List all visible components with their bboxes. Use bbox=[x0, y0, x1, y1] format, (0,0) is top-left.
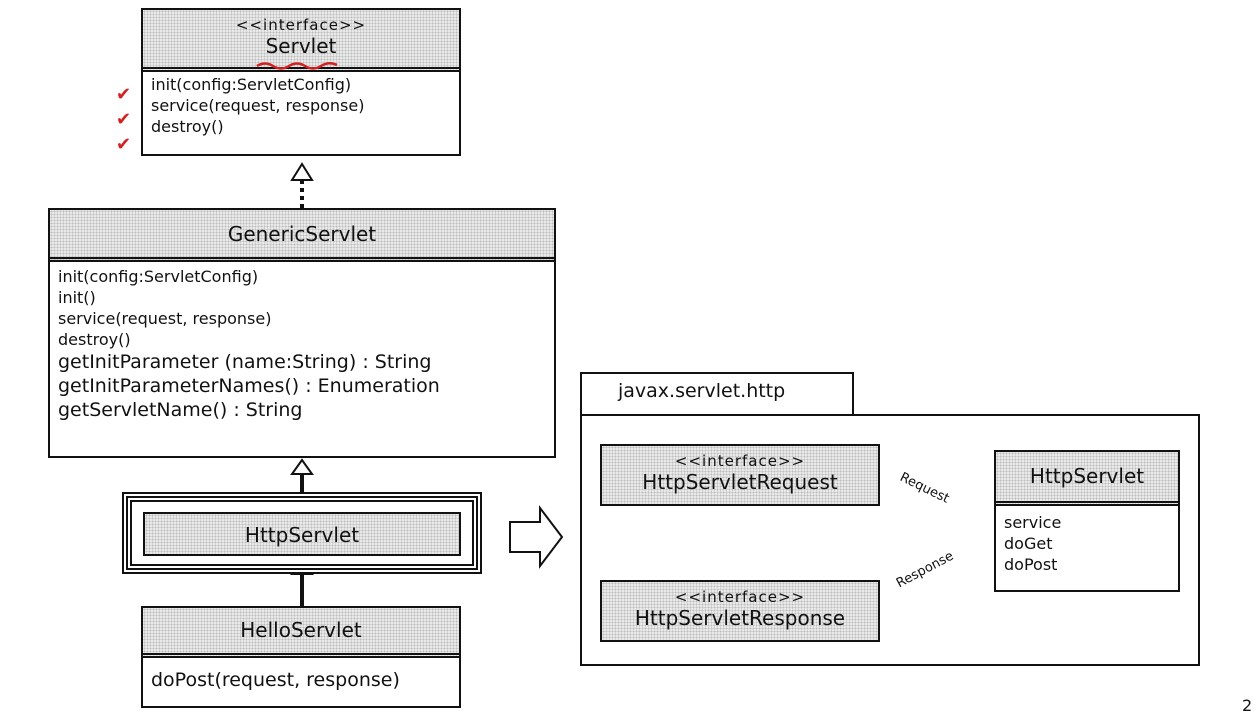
http-servlet-class-box: HttpServlet bbox=[143, 512, 461, 556]
method-destroy: destroy() bbox=[58, 330, 131, 349]
realization-arrowhead bbox=[290, 162, 314, 181]
underline-squiggle bbox=[256, 62, 338, 70]
http-servlet-response-interface: <<interface>> HttpServletResponse bbox=[600, 580, 880, 642]
http-servlet-name: HttpServlet bbox=[244, 523, 360, 547]
package-tab: javax.servlet.http bbox=[580, 372, 854, 416]
response-stereotype: <<interface>> bbox=[674, 588, 806, 606]
package-http-servlet-header: HttpServlet bbox=[996, 452, 1178, 506]
generic-servlet-class-box: GenericServlet init(config:ServletConfig… bbox=[48, 208, 556, 458]
generic-servlet-methods: init(config:ServletConfig) init() servic… bbox=[50, 262, 554, 424]
generalization-arrowhead-1 bbox=[290, 458, 314, 475]
method-destroy: destroy() bbox=[151, 117, 224, 136]
page-number: 2 bbox=[1242, 696, 1253, 715]
checkmark-icon: ✔ bbox=[116, 109, 132, 130]
http-servlet-request-interface: <<interface>> HttpServletRequest bbox=[600, 444, 880, 506]
method-init-config: init(config:ServletConfig) bbox=[151, 75, 352, 94]
hello-servlet-methods: doPost(request, response) bbox=[143, 658, 459, 694]
method-get-init-parameter-names: getInitParameterNames() : Enumeration bbox=[58, 375, 440, 397]
method-do-post: doPost bbox=[1004, 555, 1058, 574]
hello-servlet-name: HelloServlet bbox=[240, 618, 362, 642]
hello-servlet-header: HelloServlet bbox=[143, 608, 459, 658]
generic-servlet-header: GenericServlet bbox=[50, 210, 554, 262]
package-http-servlet-methods: service doGet doPost bbox=[996, 506, 1178, 577]
package-http-servlet-name: HttpServlet bbox=[1029, 464, 1145, 488]
request-stereotype: <<interface>> bbox=[674, 452, 806, 470]
servlet-header: <<interface>> Servlet bbox=[143, 10, 459, 72]
response-interface-name: HttpServletResponse bbox=[634, 606, 846, 630]
hello-servlet-class-box: HelloServlet doPost(request, response) bbox=[141, 606, 461, 708]
package-http-servlet-class-box: HttpServlet service doGet doPost bbox=[994, 450, 1180, 592]
servlet-methods: init(config:ServletConfig) service(reque… bbox=[143, 72, 459, 139]
method-do-post: doPost(request, response) bbox=[151, 669, 400, 691]
method-service: service(request, response) bbox=[58, 309, 272, 328]
method-service: service(request, response) bbox=[151, 96, 365, 115]
method-init-config: init(config:ServletConfig) bbox=[58, 267, 259, 286]
method-init: init() bbox=[58, 288, 96, 307]
checkmark-icon: ✔ bbox=[116, 84, 132, 105]
method-get-servlet-name: getServletName() : String bbox=[58, 399, 303, 421]
method-service: service bbox=[1004, 513, 1062, 532]
method-do-get: doGet bbox=[1004, 534, 1053, 553]
checkmark-icon: ✔ bbox=[116, 134, 132, 155]
request-interface-name: HttpServletRequest bbox=[642, 470, 838, 494]
servlet-interface-box: <<interface>> Servlet init(config:Servle… bbox=[141, 8, 461, 156]
expand-arrow bbox=[509, 505, 564, 569]
generic-servlet-name: GenericServlet bbox=[227, 222, 377, 246]
servlet-stereotype: <<interface>> bbox=[235, 16, 367, 34]
servlet-name: Servlet bbox=[265, 34, 337, 58]
package-name: javax.servlet.http bbox=[618, 380, 786, 402]
method-get-init-parameter: getInitParameter (name:String) : String bbox=[58, 351, 432, 373]
